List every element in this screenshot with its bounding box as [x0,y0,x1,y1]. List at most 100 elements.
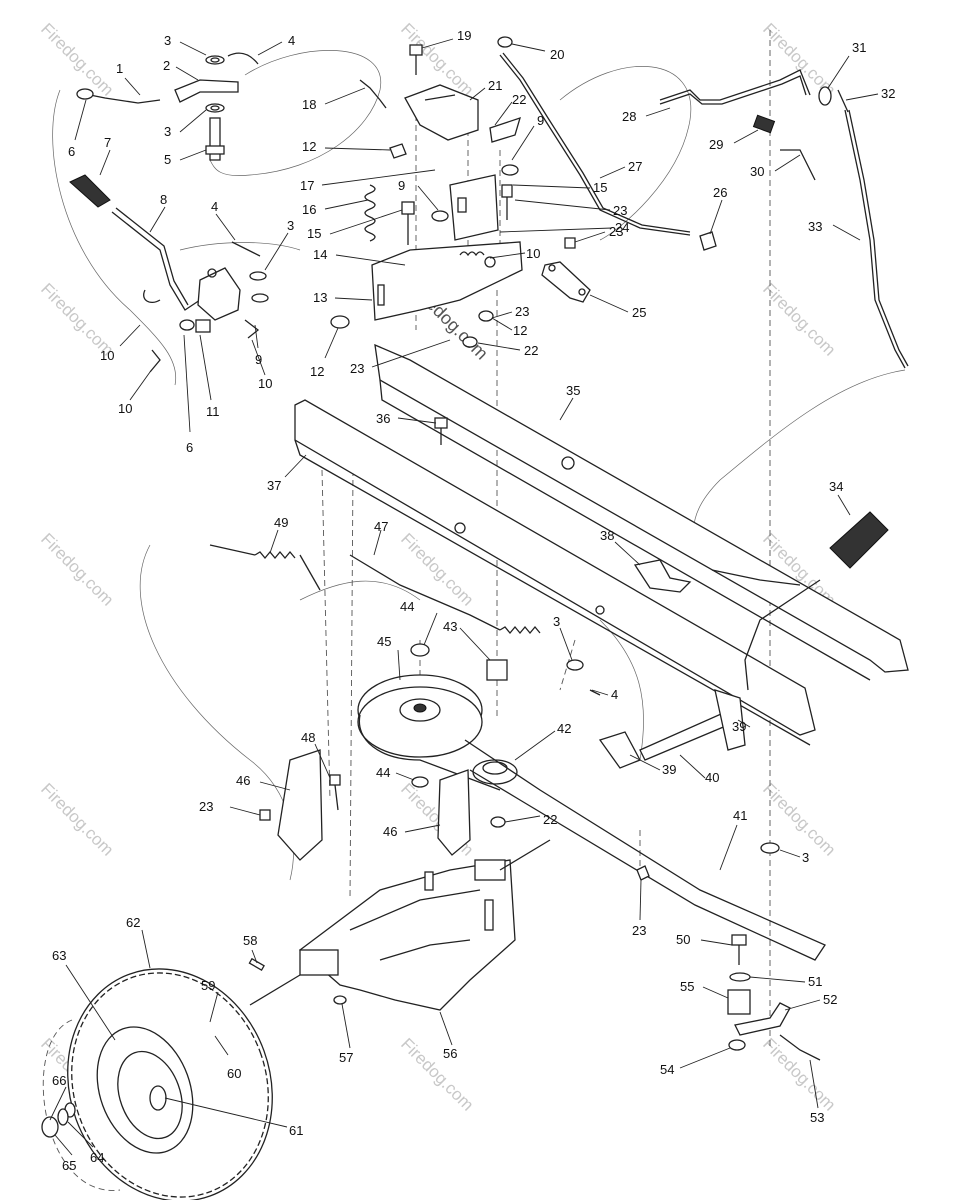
callout-label: 35 [566,383,580,398]
callout-label: 23 [515,304,529,319]
handle-grip [69,174,111,208]
callout-label: 12 [302,139,316,154]
callout-label: 56 [443,1046,457,1061]
callout-label: 6 [68,144,75,159]
callout-label: 33 [808,219,822,234]
leader-lines [49,38,879,1156]
callout-label: 23 [632,923,646,938]
callout-label: 15 [593,180,607,195]
pulleys [357,643,826,961]
callout-label: 4 [611,687,618,702]
pedal-grip [829,511,889,569]
rod-28 [659,69,811,101]
plate-24 [449,174,499,241]
callout-label: 62 [126,915,140,930]
callout-label: 9 [255,352,262,367]
callout-label: 46 [236,773,250,788]
bracket-assembly [330,36,909,369]
callout-label: 12 [310,364,324,379]
spring-47 [499,625,541,635]
watermark: Firedog.com [759,279,839,359]
callout-label: 54 [660,1062,674,1077]
callout-label: 3 [164,33,171,48]
callout-label: 26 [713,185,727,200]
callout-label: 22 [524,343,538,358]
callout-label: 36 [376,411,390,426]
spring [364,184,376,242]
callout-label: 4 [288,33,295,48]
callout-label: 48 [301,730,315,745]
callout-label: 15 [307,226,321,241]
springs-cables [209,544,601,696]
watermark: Firedog.com [37,779,117,859]
callout-label: 16 [302,202,316,217]
watermark: Firedog.com [37,19,117,99]
link-25 [541,261,591,303]
callout-label: 23 [350,361,364,376]
spring-49 [254,550,296,560]
callout-label: 51 [808,974,822,989]
callout-label: 65 [62,1158,76,1173]
callout-label: 52 [823,992,837,1007]
callout-label: 1 [116,61,123,76]
shift-rod [89,94,161,104]
callout-label: 10 [258,376,272,391]
callout-label: 11 [206,404,220,419]
callout-label: 42 [557,721,571,736]
callout-label: 22 [512,92,526,107]
callout-label: 3 [164,124,171,139]
callout-label: 61 [289,1123,303,1138]
callout-label: 31 [852,40,866,55]
watermark: Firedog.com [37,529,117,609]
callout-label: 55 [680,979,694,994]
frame-rails [294,343,909,746]
callout-label: 27 [628,159,642,174]
pulley-42 [472,759,518,785]
callout-label: 50 [676,932,690,947]
callout-label: 23 [199,799,213,814]
callout-label: 20 [550,47,564,62]
callout-label: 59 [201,978,215,993]
rod-33 [844,109,906,369]
callout-label: 43 [443,619,457,634]
callout-label: 45 [377,634,391,649]
callout-label: 5 [164,152,171,167]
callout-label: 28 [622,109,636,124]
callout-label: 8 [160,192,167,207]
callout-label: 44 [400,599,414,614]
callout-label: 19 [457,28,471,43]
callout-label: 63 [52,948,66,963]
callout-label: 47 [374,519,388,534]
callout-label: 3 [802,850,809,865]
brackets-lower [259,689,780,881]
shift-lever-assembly [69,52,269,373]
callout-label: 13 [313,290,327,305]
rod-27 [499,54,691,236]
callout-label: 18 [302,97,316,112]
callout-label: 24 [615,220,629,235]
shift-lever [111,211,201,311]
callout-label: 60 [227,1066,241,1081]
callout-label: 49 [274,515,288,530]
callout-label: 2 [163,58,170,73]
callout-label: 37 [267,478,281,493]
callout-label: 3 [553,614,560,629]
callout-label: 14 [313,247,327,262]
bracket-21 [404,84,479,141]
watermark: Firedog.com [759,1034,839,1114]
callout-label: 25 [632,305,646,320]
callout-label: 10 [526,246,540,261]
callout-label: 53 [810,1110,824,1125]
bracket [174,79,239,103]
callout-label: 58 [243,933,257,948]
callout-label: 29 [709,137,723,152]
callout-labels: 1 2 3 3 4 5 6 6 7 8 4 3 9 10 10 10 11 19… [52,28,895,1173]
transaxle-56 [298,859,516,1011]
callout-label: 57 [339,1050,353,1065]
callout-label: 39 [662,762,676,777]
callout-label: 7 [104,135,111,150]
callout-label: 22 [543,812,557,827]
callout-label: 32 [881,86,895,101]
callout-label: 10 [100,348,114,363]
callout-label: 17 [300,178,314,193]
